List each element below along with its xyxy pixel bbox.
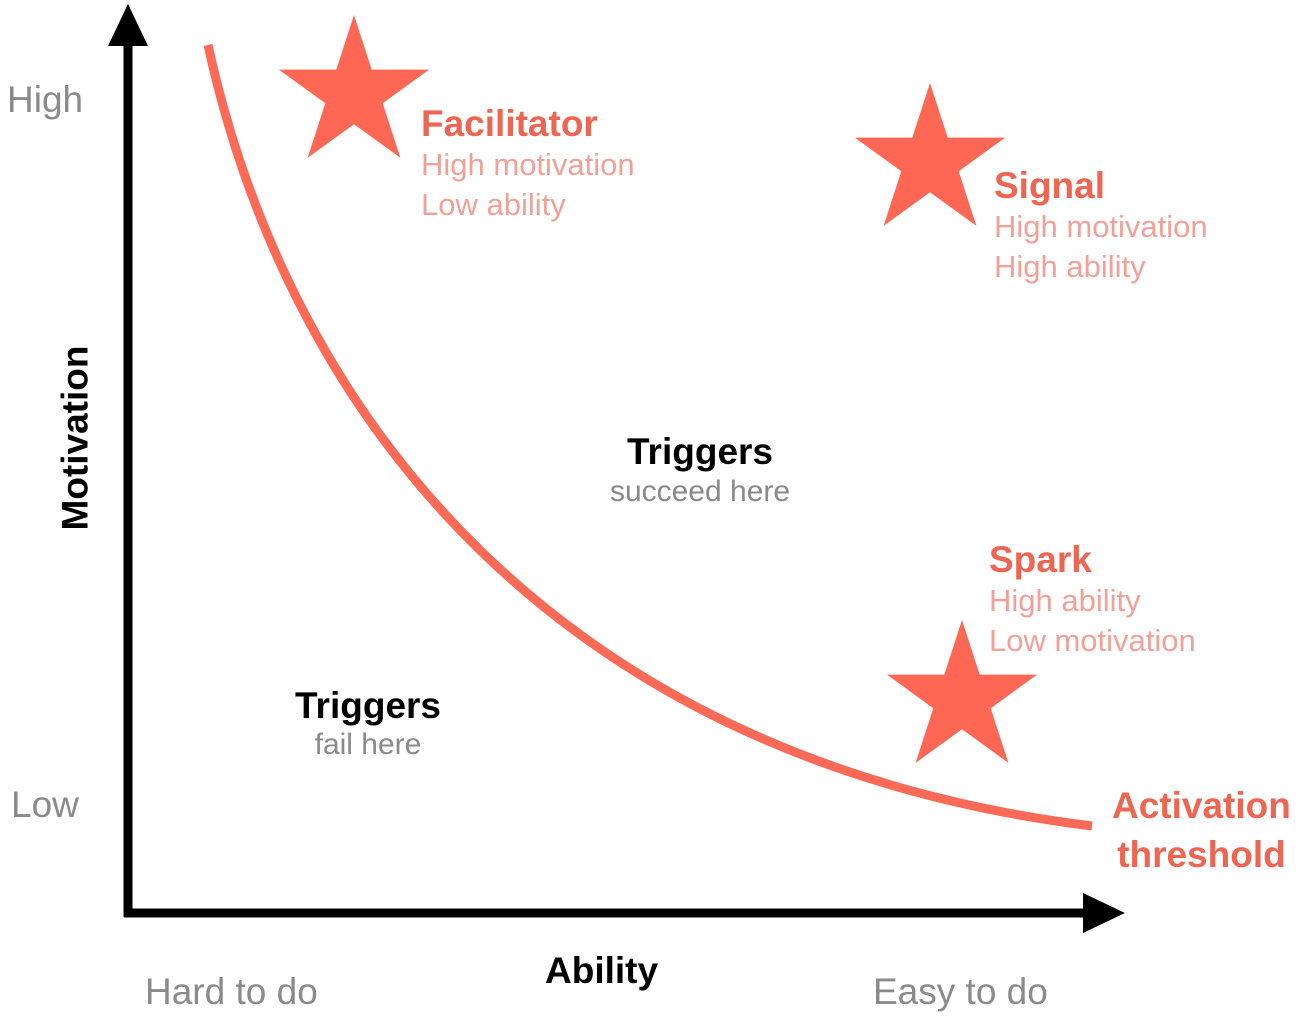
region-title: Triggers	[627, 431, 773, 472]
star-icon	[854, 83, 1006, 226]
region-subtitle: succeed here	[609, 475, 791, 508]
trigger-detail: High ability	[994, 249, 1146, 284]
trigger-title: Facilitator	[421, 103, 598, 144]
trigger-detail: High ability	[989, 583, 1141, 618]
trigger-detail: High motivation	[421, 147, 635, 182]
trigger-detail: Low motivation	[989, 623, 1196, 658]
trigger-signal: Signal High motivation High ability	[994, 167, 1208, 287]
y-axis-high-label: High	[7, 79, 84, 120]
star-icon	[886, 620, 1038, 763]
y-axis-low-label: Low	[11, 784, 79, 825]
region-title: Triggers	[295, 685, 441, 726]
trigger-detail: Low ability	[421, 187, 566, 222]
trigger-detail: High motivation	[994, 209, 1208, 244]
x-axis-arrow-icon	[1083, 893, 1125, 933]
curve-label-line: Activation	[1112, 785, 1291, 826]
activation-threshold-curve	[203, 44, 1093, 831]
activation-threshold-label: Activation threshold	[1112, 781, 1291, 879]
region-subtitle: fail here	[314, 728, 422, 761]
x-axis-title: Ability	[545, 950, 659, 991]
star-icon	[278, 15, 430, 158]
trigger-title: Spark	[989, 539, 1092, 580]
trigger-title: Signal	[994, 165, 1106, 206]
x-axis-easy-label: Easy to do	[873, 971, 1048, 1012]
y-axis-arrow-icon	[108, 4, 148, 46]
trigger-facilitator: Facilitator High motivation Low ability	[421, 105, 635, 225]
x-axis-hard-label: Hard to do	[145, 971, 318, 1012]
y-axis-title: Motivation	[54, 345, 96, 531]
trigger-spark: Spark High ability Low motivation	[989, 541, 1196, 661]
region-below-label: Triggers fail here	[268, 687, 468, 760]
region-above-label: Triggers succeed here	[600, 433, 800, 507]
curve-label-line: threshold	[1117, 834, 1286, 875]
